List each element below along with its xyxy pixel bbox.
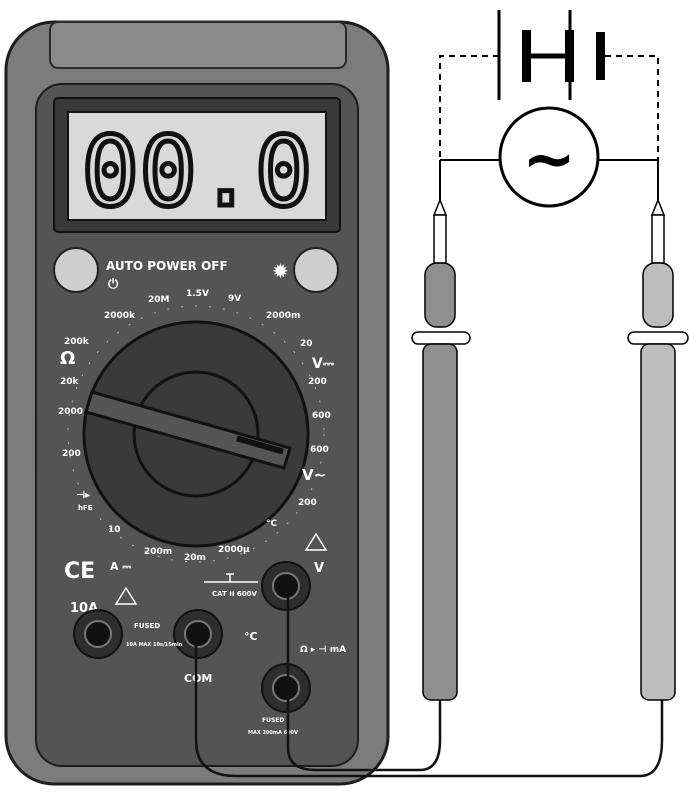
fused-left-label: FUSED — [134, 622, 160, 630]
cat-rating-label: CAT II 600V — [212, 590, 257, 598]
probe-right[interactable] — [628, 200, 688, 700]
auto-power-off-label: AUTO POWER OFF — [106, 259, 228, 273]
dial-label-1-5v: 1.5V — [186, 289, 209, 299]
v-dc-icon: V⎓ — [312, 356, 335, 372]
power-button[interactable] — [54, 248, 98, 292]
lcd-reading: 00.0 — [81, 116, 312, 228]
ac-source-symbol: ~ — [522, 123, 576, 197]
ma-terminal-label: Ω ▸ ⊣ mA — [300, 645, 346, 655]
battery-plate-icon — [522, 30, 531, 82]
dial-label-vac-600: 600 — [310, 445, 329, 455]
temp-terminal-label: °C — [244, 630, 258, 643]
fused-left-note: 10A MAX 10s/15min — [126, 642, 183, 648]
backlight-icon: ✹ — [272, 259, 289, 283]
dial-label-200k: 200k — [64, 337, 90, 347]
dial-label-20m-a: 20m — [184, 553, 206, 563]
dial-label-hfe: hFE — [78, 504, 93, 512]
dial-label-20m-ohm: 20M — [148, 295, 170, 305]
power-icon: ⏻ — [108, 277, 119, 292]
dashed-wire-left — [440, 56, 499, 160]
dial-label-vdc-600: 600 — [312, 411, 331, 421]
dial-label-10a: 10 — [108, 525, 121, 535]
dial-label-2000m-v: 2000m — [266, 311, 300, 321]
backlight-button[interactable] — [294, 248, 338, 292]
ohm-icon: Ω — [60, 348, 75, 369]
v-terminal-label: V — [314, 561, 324, 576]
dial-label-vac-200: 200 — [298, 498, 317, 508]
diode-icon: ⊣▸ — [76, 490, 90, 501]
v-ac-icon: V~ — [302, 466, 326, 484]
dial-label-20k: 20k — [60, 377, 80, 387]
dial-label-temp: °C — [266, 519, 278, 529]
ce-mark-logo: CE — [64, 559, 95, 584]
probe-left[interactable] — [412, 200, 470, 700]
dial-label-vdc-20: 20 — [300, 339, 313, 349]
fused-right-note: MAX 200mA 600V — [248, 730, 298, 736]
dial-label-2000: 2000 — [58, 407, 83, 417]
dial-label-vdc-200: 200 — [308, 377, 327, 387]
dial-label-200: 200 — [62, 449, 81, 459]
dial-label-200m-a: 200m — [144, 547, 172, 557]
circuit-source: ~ — [440, 10, 658, 215]
dial-label-9v: 9V — [228, 294, 241, 304]
dial-label-2000k: 2000k — [104, 311, 136, 321]
com-label: COM — [184, 672, 212, 685]
lcd-display: 00.0 — [54, 98, 340, 232]
fused-right-label: FUSED — [262, 717, 284, 724]
dashed-wire-right — [605, 56, 658, 160]
a-dc-icon: A ⎓ — [110, 560, 131, 573]
dial-label-2000u: 2000μ — [218, 545, 250, 555]
